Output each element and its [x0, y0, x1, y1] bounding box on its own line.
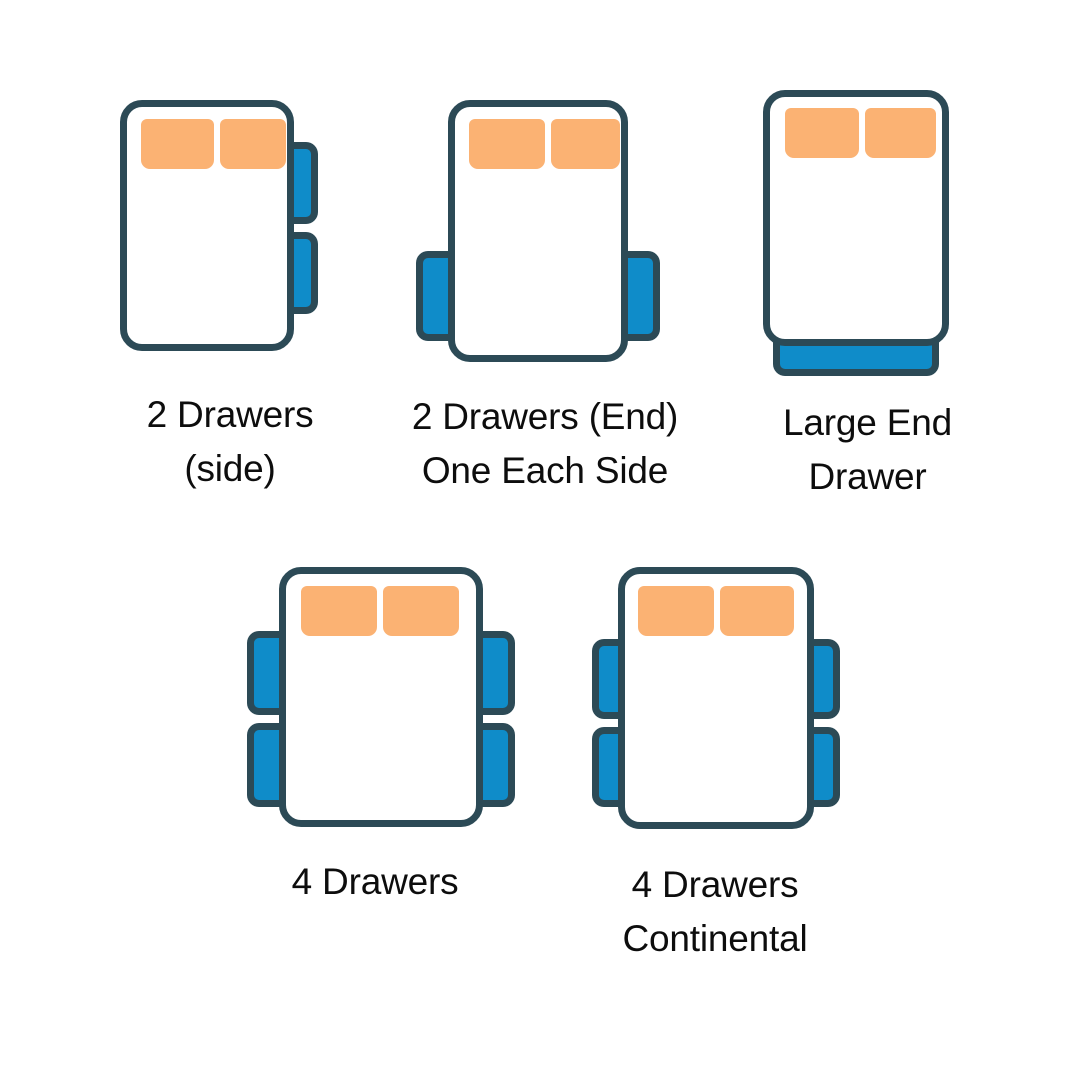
pillow-left [785, 108, 859, 158]
pillow-left [141, 119, 214, 169]
bed-option-two-drawers-end-one-each-side[interactable]: 2 Drawers (End) One Each Side [400, 88, 690, 508]
pillow-right [383, 586, 459, 636]
bed-option-four-drawers[interactable]: 4 Drawers [235, 555, 515, 975]
bed-option-caption: 2 Drawers (side) [146, 394, 314, 489]
bed-option-caption: Large End Drawer [783, 402, 952, 497]
pillow-right [720, 586, 794, 636]
pillow-right [551, 119, 620, 169]
bed-figure [745, 78, 990, 378]
bed-option-four-drawers-continental[interactable]: 4 Drawers Continental [580, 555, 850, 975]
bed-figure [100, 88, 360, 358]
bed-option-large-end-drawer[interactable]: Large End Drawer [745, 78, 990, 508]
pillow-right [865, 108, 936, 158]
bed-option-caption: 4 Drawers Continental [622, 864, 808, 959]
bed-figure [400, 88, 690, 368]
bed-option-caption: 2 Drawers (End) One Each Side [411, 396, 679, 491]
bed-figure [580, 555, 850, 835]
pillow-left [469, 119, 545, 169]
bed-figure [235, 555, 515, 835]
pillow-left [638, 586, 714, 636]
bed-option-two-drawers-side[interactable]: 2 Drawers (side) [100, 88, 360, 508]
bed-option-caption: 4 Drawers [291, 861, 459, 902]
pillow-left [301, 586, 377, 636]
pillow-right [220, 119, 286, 169]
